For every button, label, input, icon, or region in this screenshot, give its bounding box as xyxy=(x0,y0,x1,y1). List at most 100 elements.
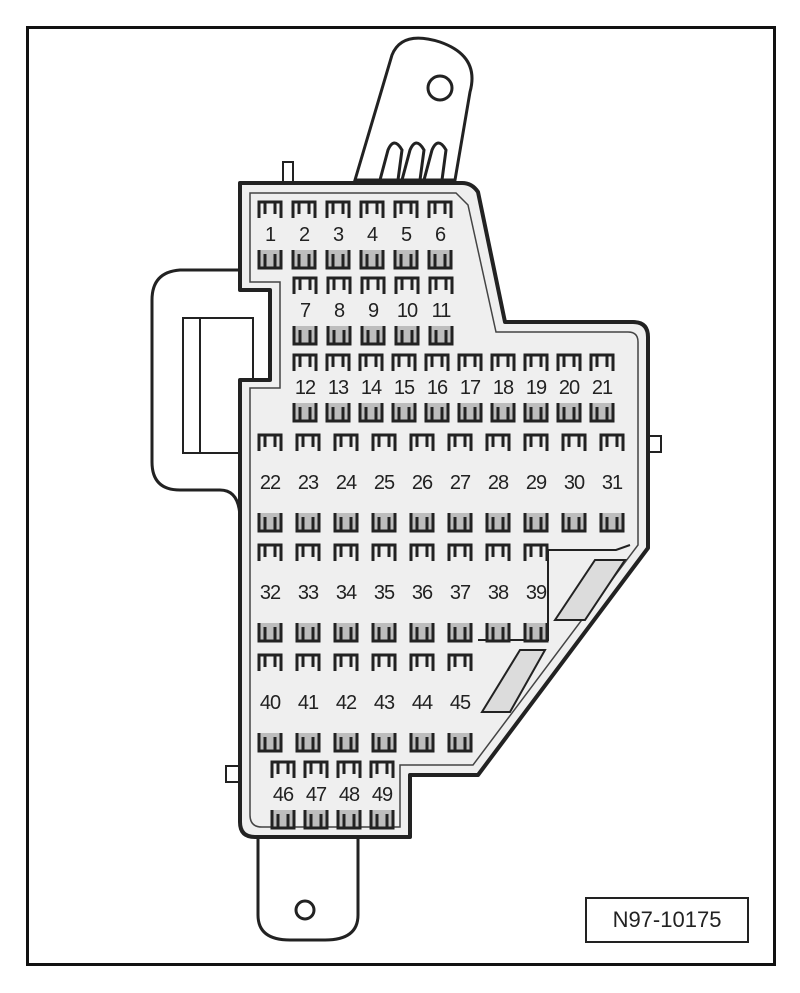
fuse-number-label: 3 xyxy=(332,224,344,246)
fuse-slot-top xyxy=(333,543,359,561)
fuse-slot-top xyxy=(447,543,473,561)
fuse-slot-top xyxy=(424,353,450,371)
fuse-slot-bottom xyxy=(295,733,321,753)
fuse-number-label: 7 xyxy=(299,300,311,322)
fuse-slot-top xyxy=(523,543,549,561)
fuse-slot-top xyxy=(447,653,473,671)
relay-area xyxy=(478,544,631,713)
fuse-slot-top xyxy=(295,433,321,451)
fuse-slot-top xyxy=(270,760,296,778)
fuse-number-label: 10 xyxy=(396,300,418,322)
fuse-slot-bottom xyxy=(359,250,385,270)
fuse-number-label: 21 xyxy=(591,377,613,399)
fuse-box-body xyxy=(238,181,650,839)
fuse-number-label: 9 xyxy=(367,300,379,322)
fuse-slot-bottom xyxy=(270,810,296,830)
fuse-slot-bottom xyxy=(391,403,417,423)
fuse-slot-top xyxy=(333,433,359,451)
fuse-slot-bottom xyxy=(325,403,351,423)
fuse-number-label: 4 xyxy=(366,224,378,246)
fuse-slot-top xyxy=(369,760,395,778)
fuse-slot-top xyxy=(326,276,352,294)
fuse-slot-bottom xyxy=(336,810,362,830)
fuse-slot-bottom xyxy=(490,403,516,423)
fuse-number-label: 6 xyxy=(434,224,446,246)
fuse-slot-bottom xyxy=(589,403,615,423)
fuse-number-label: 28 xyxy=(487,472,509,494)
fuse-slot-top xyxy=(371,543,397,561)
fuse-slot-top xyxy=(257,653,283,671)
fuse-slot-bottom xyxy=(333,623,359,643)
fuse-number-label: 30 xyxy=(563,472,585,494)
fuse-number-label: 24 xyxy=(335,472,357,494)
fuse-number-label: 19 xyxy=(525,377,547,399)
fuse-slot-top xyxy=(359,200,385,218)
fuse-number-label: 2 xyxy=(298,224,310,246)
fuse-number-label: 44 xyxy=(411,692,433,714)
fuse-slot-bottom xyxy=(556,403,582,423)
fuse-slot-bottom xyxy=(371,623,397,643)
fuse-slot-bottom xyxy=(303,810,329,830)
fuse-slot-top xyxy=(257,200,283,218)
fuse-slot-top xyxy=(333,653,359,671)
fuse-slot-bottom xyxy=(447,733,473,753)
fuse-slot-top xyxy=(523,433,549,451)
fuse-number-label: 13 xyxy=(327,377,349,399)
fuse-number-label: 34 xyxy=(335,582,357,604)
fuse-slot-top xyxy=(490,353,516,371)
fuse-slot-bottom xyxy=(409,513,435,533)
fuse-number-label: 17 xyxy=(459,377,481,399)
fuse-number-label: 39 xyxy=(525,582,547,604)
fuse-number-label: 38 xyxy=(487,582,509,604)
fuse-number-label: 41 xyxy=(297,692,319,714)
fuse-number-label: 42 xyxy=(335,692,357,714)
fuse-number-label: 25 xyxy=(373,472,395,494)
fuse-number-label: 27 xyxy=(449,472,471,494)
fuse-slot-bottom xyxy=(393,250,419,270)
top-mounting-hole xyxy=(426,74,454,102)
top-mounting-tab xyxy=(352,36,474,182)
fuse-slot-bottom xyxy=(371,733,397,753)
fuse-slot-bottom xyxy=(409,733,435,753)
fuse-slot-top xyxy=(457,353,483,371)
fuse-slot-bottom xyxy=(333,733,359,753)
fuse-slot-bottom xyxy=(599,513,625,533)
fuse-slot-bottom xyxy=(360,326,386,346)
fuse-slot-top xyxy=(295,543,321,561)
fuse-slot-bottom xyxy=(457,403,483,423)
fuse-number-label: 47 xyxy=(305,784,327,806)
fuse-slot-top xyxy=(303,760,329,778)
top-tab-ribs xyxy=(378,141,448,181)
fuse-slot-bottom xyxy=(295,513,321,533)
fuse-slot-bottom xyxy=(326,326,352,346)
fuse-slot-top xyxy=(325,353,351,371)
fuse-number-label: 37 xyxy=(449,582,471,604)
fuse-number-label: 8 xyxy=(333,300,345,322)
fuse-number-label: 20 xyxy=(558,377,580,399)
fuse-slot-bottom xyxy=(291,250,317,270)
fuse-number-label: 16 xyxy=(426,377,448,399)
fuse-slot-top xyxy=(561,433,587,451)
fuse-slot-bottom xyxy=(257,513,283,533)
fuse-slot-bottom xyxy=(295,623,321,643)
fuse-number-label: 31 xyxy=(601,472,623,494)
fuse-number-label: 46 xyxy=(272,784,294,806)
fuse-slot-top xyxy=(409,543,435,561)
fuse-slot-bottom xyxy=(424,403,450,423)
fuse-number-label: 15 xyxy=(393,377,415,399)
fuse-slot-top xyxy=(295,653,321,671)
fuse-slot-bottom xyxy=(394,326,420,346)
fuse-number-label: 45 xyxy=(449,692,471,714)
fuse-slot-top xyxy=(485,543,511,561)
fuse-number-label: 26 xyxy=(411,472,433,494)
reference-code-label: N97-10175 xyxy=(585,897,749,943)
fuse-number-label: 48 xyxy=(338,784,360,806)
fuse-slot-bottom xyxy=(427,250,453,270)
fuse-slot-top xyxy=(523,353,549,371)
fuse-number-label: 22 xyxy=(259,472,281,494)
fuse-slot-top xyxy=(360,276,386,294)
fuse-slots xyxy=(257,200,625,830)
bottom-mounting-tab xyxy=(256,833,360,942)
fuse-number-label: 43 xyxy=(373,692,395,714)
fuse-slot-top xyxy=(371,653,397,671)
